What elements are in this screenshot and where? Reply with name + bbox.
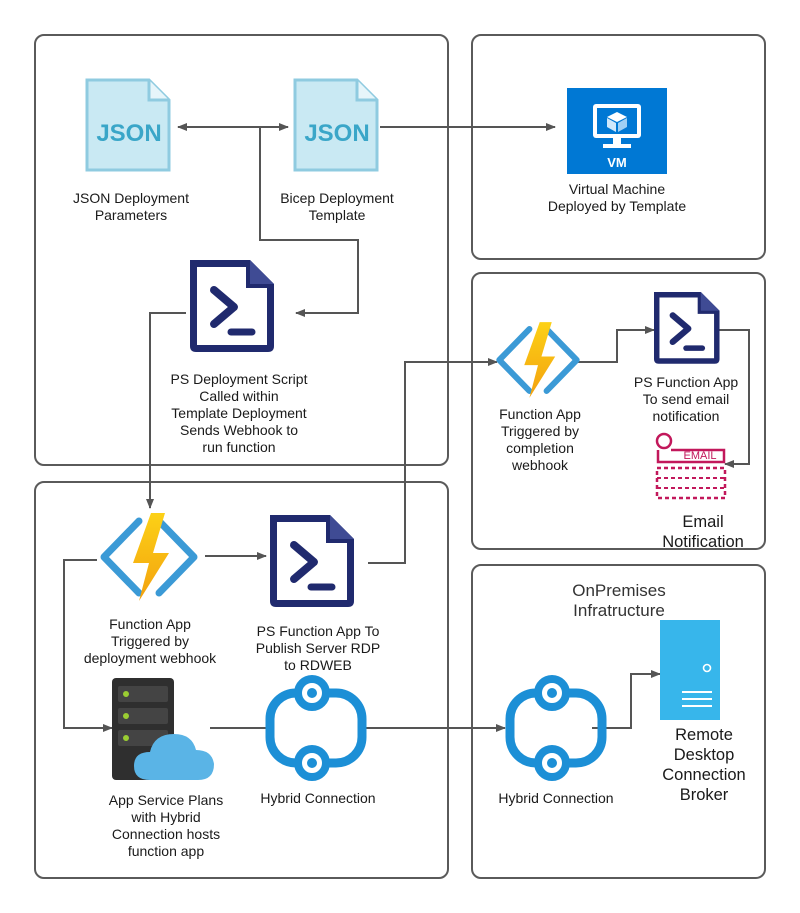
powershell-script-icon bbox=[270, 515, 354, 607]
app-service-plan-icon bbox=[112, 678, 214, 780]
virtual-machine-icon: VM bbox=[567, 88, 667, 174]
connector-psscript-function bbox=[146, 312, 186, 509]
hybrid-connection-icon bbox=[510, 679, 602, 777]
ps-email-label: PS Function App To send email notificati… bbox=[633, 374, 739, 424]
powershell-script-icon bbox=[654, 292, 720, 364]
connector-hybrid-broker bbox=[592, 670, 661, 729]
json-params-label: JSON Deployment Parameters bbox=[73, 190, 189, 223]
function-deploy-label: Function App Triggered by deployment web… bbox=[83, 616, 217, 666]
function-email-label: Function App Triggered by completion web… bbox=[499, 406, 581, 473]
connector-template-psscript bbox=[259, 126, 359, 317]
server-icon bbox=[660, 620, 720, 720]
connector-psemail-email bbox=[718, 329, 750, 468]
svg-text:EMAIL: EMAIL bbox=[683, 450, 716, 462]
svg-text:VM: VM bbox=[607, 155, 627, 170]
function-app-icon bbox=[104, 513, 194, 601]
ps-deploy-script-label: PS Deployment Script Called within Templ… bbox=[170, 371, 308, 455]
connector-emailfunc-psemail bbox=[578, 326, 655, 363]
connector-function-appservice bbox=[63, 559, 113, 732]
onpremises-title: OnPremises Infratructure bbox=[572, 581, 666, 620]
hybrid-connection-icon bbox=[270, 679, 362, 777]
email-notification-label: Email Notification bbox=[662, 513, 744, 551]
function-app-icon bbox=[499, 322, 576, 398]
svg-text:JSON: JSON bbox=[304, 120, 369, 147]
hybrid-connection-right-label: Hybrid Connection bbox=[498, 790, 614, 806]
bicep-template-label: Bicep Deployment Template bbox=[280, 190, 394, 223]
svg-text:JSON: JSON bbox=[96, 120, 161, 147]
json-file-icon: JSON bbox=[85, 78, 171, 172]
hybrid-connection-left-label: Hybrid Connection bbox=[260, 790, 376, 806]
json-file-icon: JSON bbox=[293, 78, 379, 172]
broker-label: Remote Desktop Connection Broker bbox=[662, 726, 746, 804]
function-panel bbox=[34, 481, 449, 879]
onpremises-panel bbox=[471, 564, 766, 879]
ps-rdweb-label: PS Function App To Publish Server RDP to… bbox=[255, 623, 381, 673]
email-icon: EMAIL bbox=[655, 432, 727, 500]
connectors bbox=[63, 123, 750, 732]
vm-label: Virtual Machine Deployed by Template bbox=[547, 181, 687, 214]
powershell-script-icon bbox=[190, 260, 274, 352]
app-service-label: App Service Plans with Hybrid Connection… bbox=[108, 792, 224, 859]
connector-psrdweb-emailfunc bbox=[368, 358, 498, 564]
